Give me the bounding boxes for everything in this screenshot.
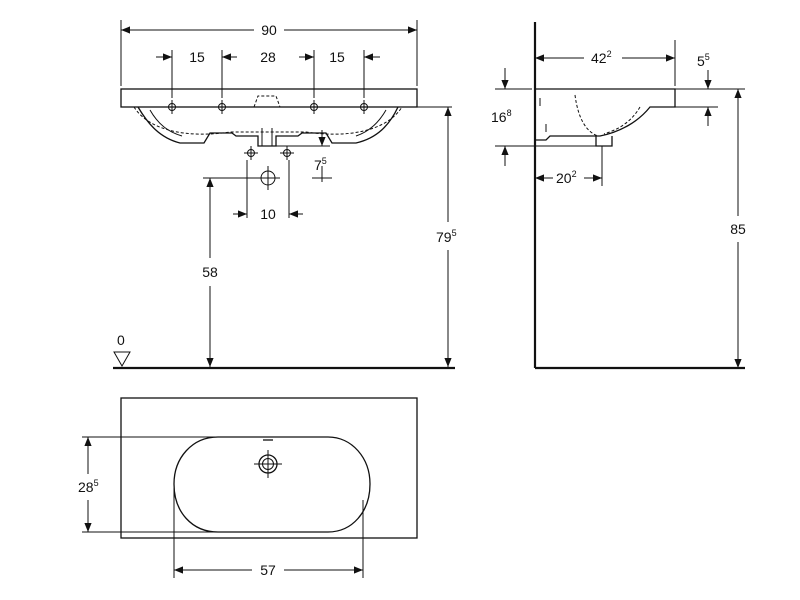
drain-height-label: 58 bbox=[202, 264, 218, 280]
dim-drain-offset: 75 bbox=[312, 130, 332, 182]
side-view: 422 55 168 202 85 bbox=[491, 22, 746, 370]
dim-total-width: 90 bbox=[121, 22, 417, 38]
total-width-label: 90 bbox=[261, 22, 277, 38]
side-depth-label: 422 bbox=[591, 49, 612, 66]
hole-spacing-left-label: 15 bbox=[189, 49, 205, 65]
top-bowl-depth-label: 285 bbox=[78, 478, 99, 495]
top-countertop-outline bbox=[120, 397, 418, 539]
dim-top-bowl-depth: 285 bbox=[78, 437, 99, 532]
front-basin-outline bbox=[120, 88, 418, 147]
dim-side-depth: 422 bbox=[535, 49, 675, 66]
top-drain-hole bbox=[254, 439, 282, 478]
drain-depth-label: 202 bbox=[556, 169, 577, 186]
tap-hole-2 bbox=[215, 100, 229, 114]
dim-bowl-width: 57 bbox=[174, 562, 363, 578]
bowl-width-label: 57 bbox=[260, 562, 276, 578]
floor-level-label: 0 bbox=[117, 332, 125, 348]
tap-hole-1 bbox=[165, 100, 179, 114]
hole-spacing-right-label: 15 bbox=[329, 49, 345, 65]
tap-hole-4 bbox=[357, 100, 371, 114]
dim-total-height: 85 bbox=[730, 89, 746, 368]
overflow-label: 55 bbox=[697, 52, 710, 69]
drain-spacing-label: 10 bbox=[260, 206, 276, 222]
side-basin-outline bbox=[535, 88, 676, 147]
dim-hole-spacing: 15 28 15 bbox=[156, 49, 380, 65]
floor-line: 0 bbox=[113, 332, 455, 370]
side-bowl-depth-label: 168 bbox=[491, 108, 512, 125]
dim-drain-depth: 202 bbox=[535, 169, 602, 186]
rim-height-label: 795 bbox=[436, 228, 457, 245]
dim-overflow: 55 bbox=[697, 52, 712, 126]
hole-spacing-mid-label: 28 bbox=[260, 49, 276, 65]
front-view: 90 15 28 15 75 10 58 bbox=[113, 20, 457, 370]
dim-rim-height: 795 bbox=[436, 107, 457, 367]
drain-fixing-left bbox=[244, 146, 258, 160]
dim-bowl-depth: 168 bbox=[491, 68, 512, 166]
top-view: 285 57 bbox=[78, 397, 418, 578]
drain-fixing-right bbox=[280, 146, 294, 160]
tap-hole-3 bbox=[307, 100, 321, 114]
drain-outlet bbox=[256, 166, 280, 190]
drain-offset-label: 75 bbox=[314, 156, 327, 173]
top-bowl-outline bbox=[173, 436, 371, 533]
dim-drain-spacing: 10 bbox=[233, 206, 303, 222]
total-height-label: 85 bbox=[730, 221, 746, 237]
dim-drain-height: 58 bbox=[202, 178, 218, 367]
